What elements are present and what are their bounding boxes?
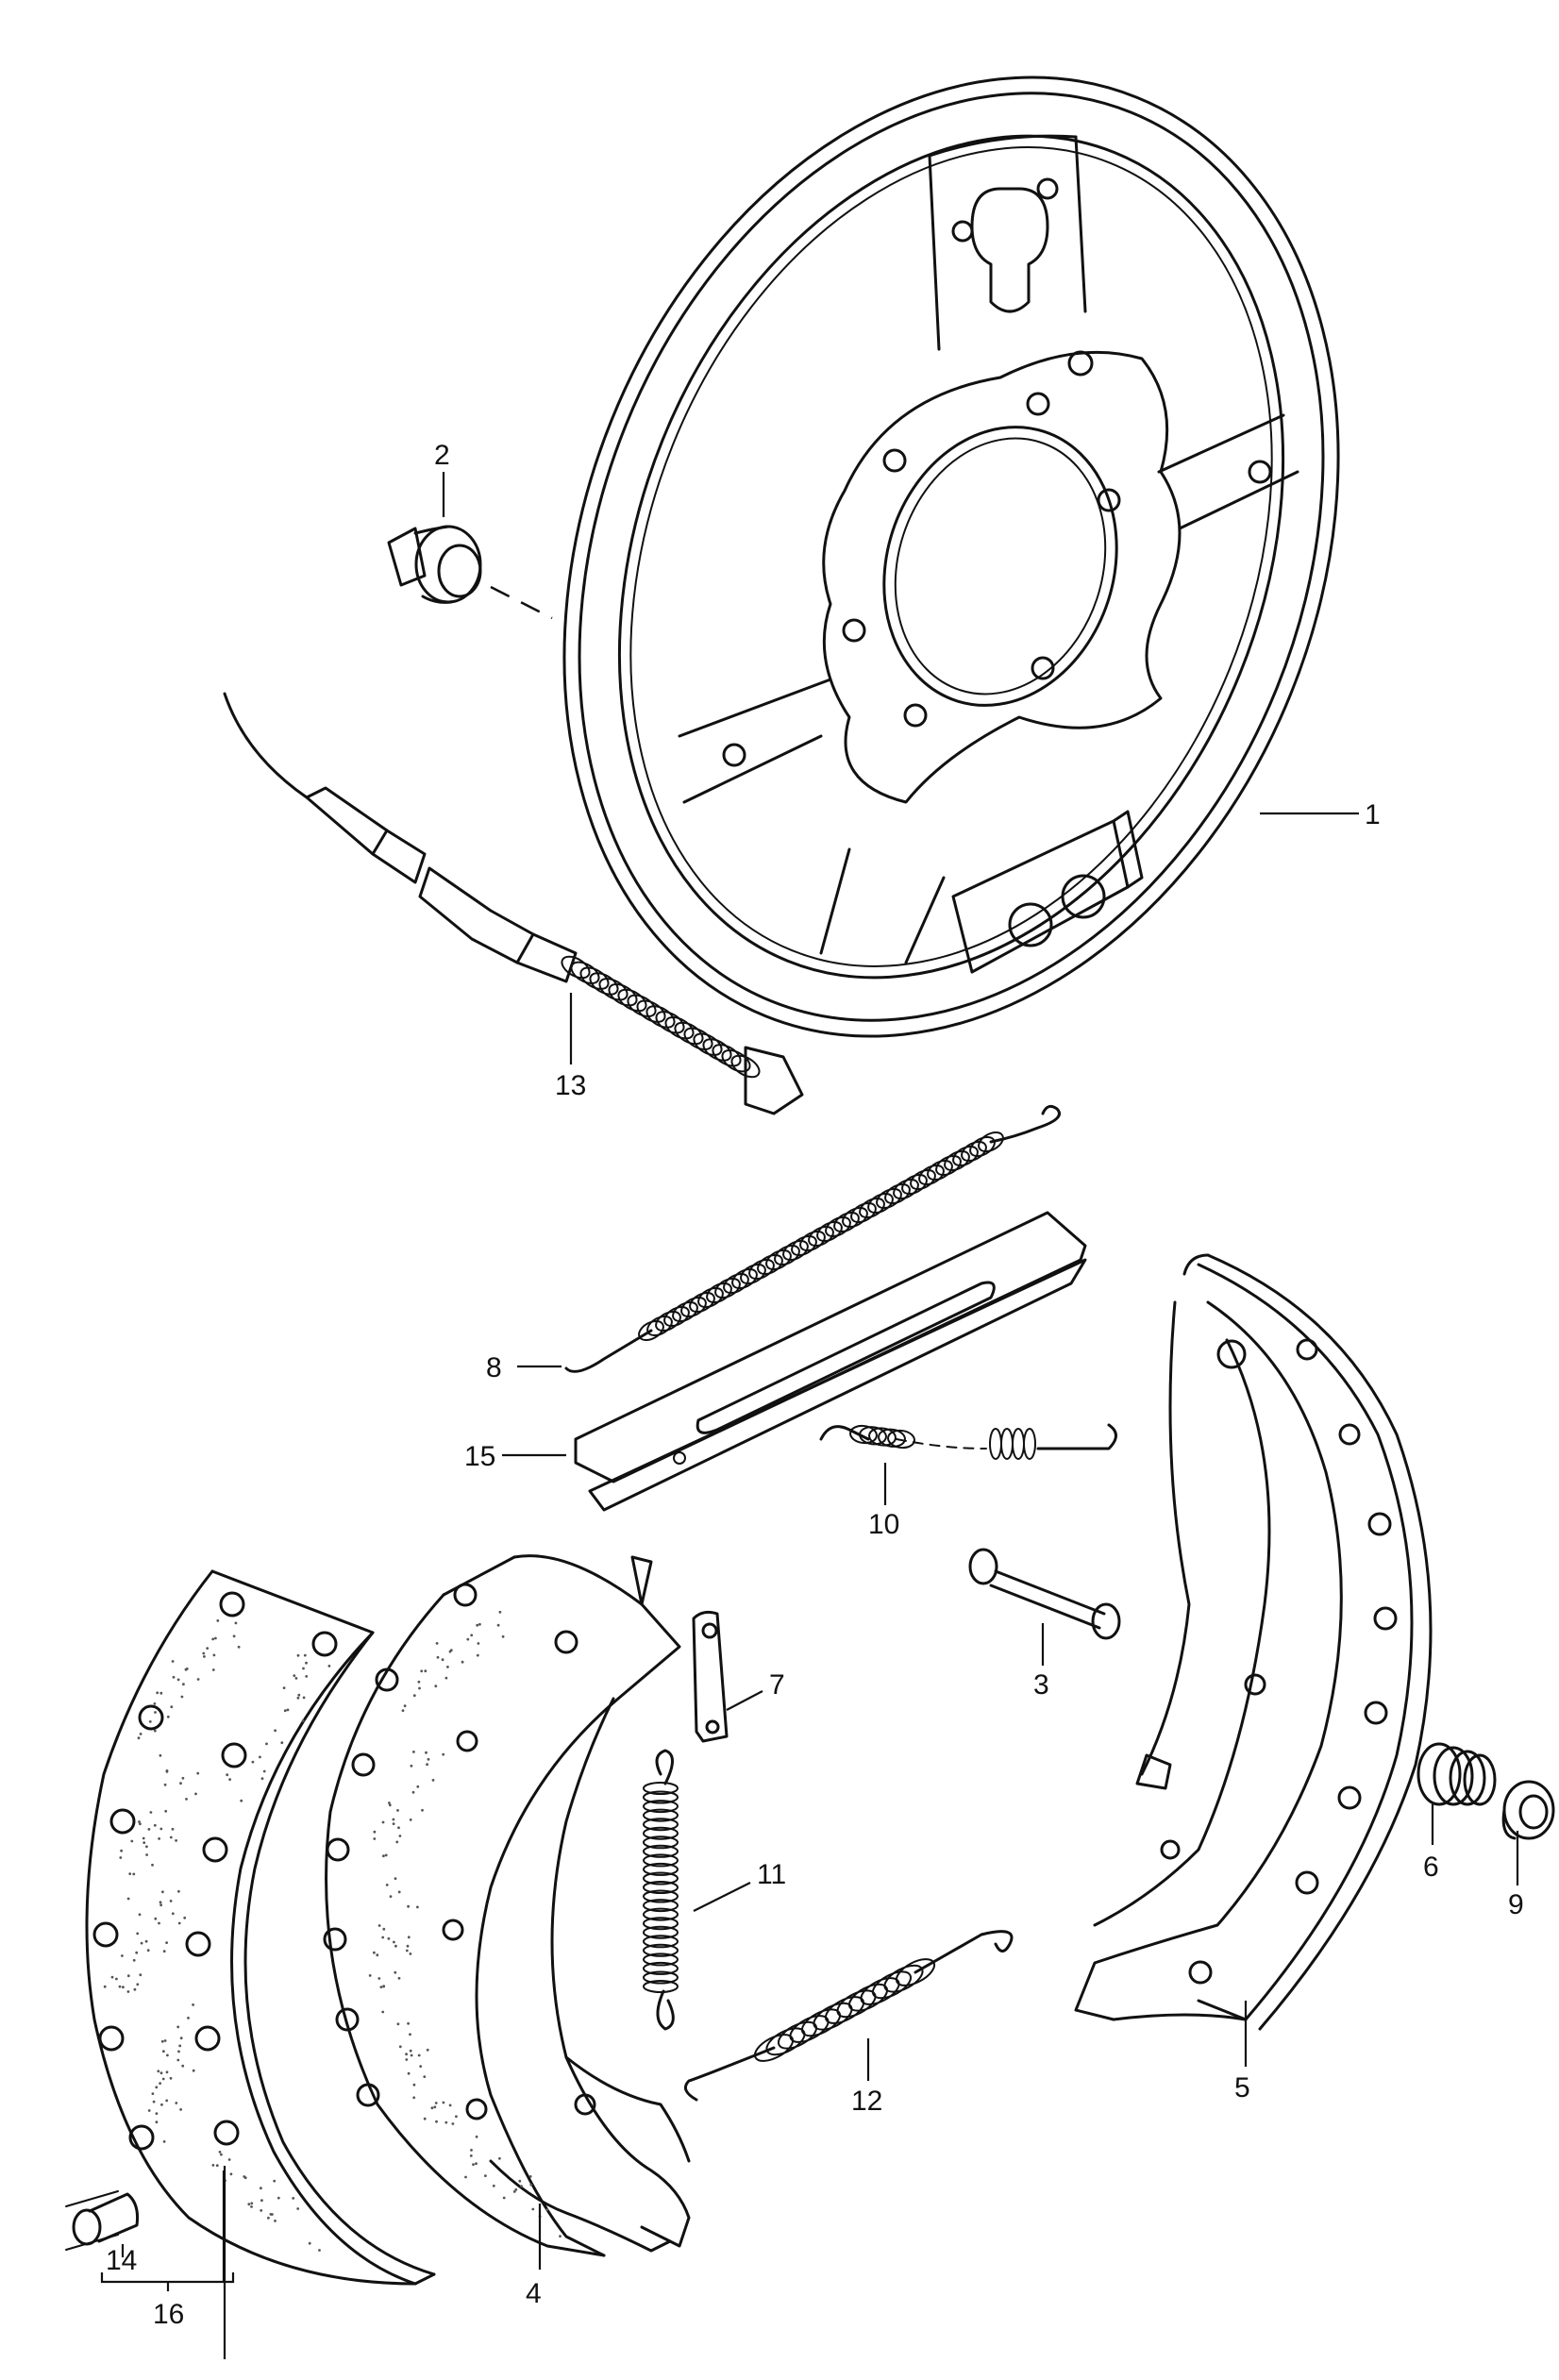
- callout-12: 12: [851, 2086, 882, 2117]
- right-brake-shoe: [1074, 1253, 1433, 2031]
- small-spring: [819, 1423, 1117, 1460]
- lower-spring: [683, 1930, 1014, 2102]
- callout-14: 14: [106, 2245, 137, 2276]
- leader-lines: [100, 472, 1519, 2359]
- callout-1: 1: [1365, 799, 1381, 830]
- left-brake-shoe: [323, 1554, 691, 2257]
- callout-13: 13: [555, 1070, 586, 1101]
- brake-cable: [223, 692, 804, 1115]
- callout-labels: 1 2 3 4 5 6 7 8 9 10 11 12 13 14 15 16: [106, 440, 1524, 2330]
- parking-lever: [692, 1610, 729, 1743]
- retaining-pin: [968, 1548, 1121, 1640]
- callout-16: 16: [153, 2299, 184, 2330]
- callout-4: 4: [526, 2278, 542, 2309]
- callout-15: 15: [464, 1441, 495, 1472]
- backing-plate: [562, 75, 1340, 1038]
- callout-2: 2: [434, 440, 450, 471]
- callout-5: 5: [1234, 2072, 1250, 2103]
- callout-3: 3: [1033, 1669, 1049, 1701]
- callout-6: 6: [1423, 1852, 1439, 1883]
- rivet: [65, 2190, 139, 2251]
- upper-spring: [564, 1104, 1061, 1373]
- vertical-spring: [643, 1749, 679, 2031]
- callout-11: 11: [757, 1859, 786, 1890]
- callout-10: 10: [868, 1509, 899, 1540]
- brake-lining: [85, 1569, 436, 2286]
- callout-8: 8: [486, 1352, 502, 1383]
- shoe-hold-spring: [1417, 1742, 1497, 1806]
- spring-cap: [1501, 1780, 1555, 1840]
- plug-part: [387, 525, 553, 620]
- callout-7: 7: [769, 1669, 785, 1701]
- adjuster-strut: [574, 1211, 1087, 1512]
- callout-9: 9: [1508, 1889, 1524, 1920]
